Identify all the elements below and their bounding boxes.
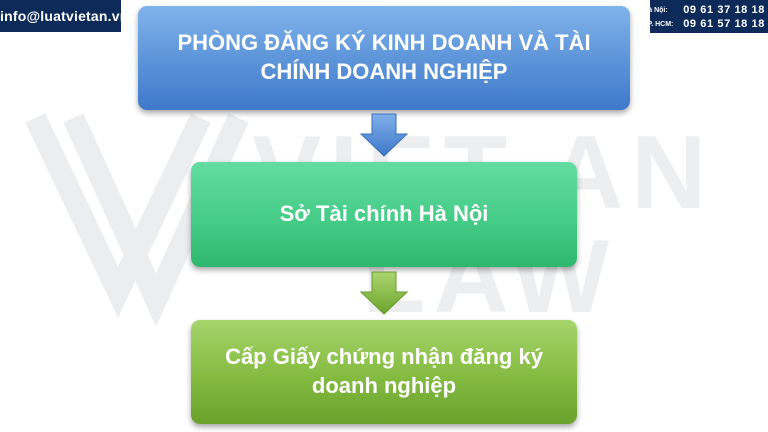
phone-number-hanoi[interactable]: 09 61 37 18 18: [683, 4, 765, 16]
email-badge[interactable]: info@luatvietan.vn: [0, 0, 128, 32]
phone-row-hanoi: Hà Nội: 09 61 37 18 18: [643, 3, 765, 17]
flow-step-1-text: PHÒNG ĐĂNG KÝ KINH DOANH VÀ TÀI CHÍNH DO…: [177, 30, 591, 84]
phone-label-hcm: TP. HCM:: [643, 20, 674, 28]
phone-row-hcm: TP. HCM: 09 61 57 18 18: [643, 17, 765, 31]
flow-step-registration-office: PHÒNG ĐĂNG KÝ KINH DOANH VÀ TÀI CHÍNH DO…: [138, 6, 630, 110]
flow-step-hanoi-finance-department: Sở Tài chính Hà Nội: [191, 162, 577, 267]
down-arrow-icon-2: [359, 271, 409, 315]
phone-badge: Hà Nội: 09 61 37 18 18 TP. HCM: 09 61 57…: [643, 0, 768, 33]
email-text[interactable]: info@luatvietan.vn: [0, 8, 129, 24]
down-arrow-icon-1: [359, 113, 409, 157]
phone-number-hcm[interactable]: 09 61 57 18 18: [683, 18, 765, 30]
flow-step-2-text: Sở Tài chính Hà Nội: [279, 201, 489, 227]
phone-label-hanoi: Hà Nội:: [643, 6, 668, 14]
flow-step-issue-business-registration-certificate: Cấp Giấy chứng nhận đăng ký doanh nghiệp: [191, 320, 577, 424]
flow-step-3-text: Cấp Giấy chứng nhận đăng ký doanh nghiệp: [225, 344, 543, 398]
